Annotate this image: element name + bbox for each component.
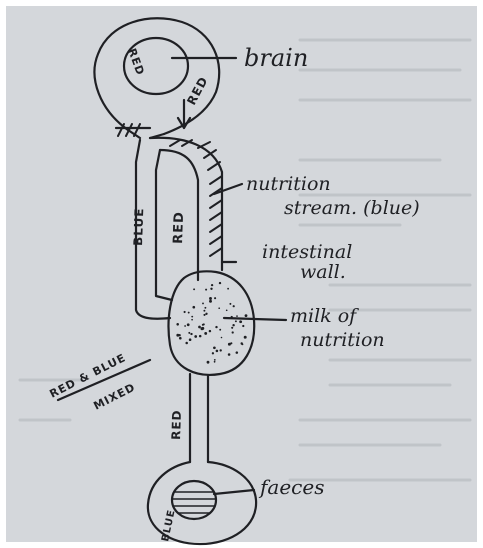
stipple-dot: [240, 321, 242, 323]
stipple-dot: [233, 305, 235, 307]
stipple-dot: [231, 316, 233, 318]
stipple-dot: [184, 311, 186, 313]
label-milk-line1: milk of: [290, 305, 359, 327]
stipple-dot: [212, 352, 214, 354]
stipple-dot: [236, 351, 239, 354]
stipple-dot: [187, 323, 190, 326]
stipple-dot: [203, 310, 205, 312]
stipple-dot: [190, 333, 192, 335]
stipple-dot: [202, 302, 204, 304]
stipple-dot: [214, 297, 216, 299]
stipple-dot: [213, 346, 216, 349]
stipple-dot: [204, 307, 206, 309]
stipple-dot: [227, 288, 229, 290]
label-milk-line2: nutrition: [300, 329, 385, 351]
stipple-dot: [231, 327, 233, 329]
label-intestinal-line1: intestinal: [262, 241, 352, 263]
stipple-dot: [244, 336, 247, 339]
stipple-dot: [226, 309, 228, 311]
stipple-dot: [189, 338, 192, 341]
label-red-right-tube: RED: [171, 211, 187, 244]
stipple-dot: [210, 288, 212, 290]
stipple-dot: [215, 326, 217, 328]
stipple-dot: [220, 349, 222, 351]
stipple-dot: [235, 320, 237, 322]
stipple-dot: [191, 319, 193, 321]
stipple-dot: [230, 342, 232, 344]
label-intestinal-line2: wall.: [300, 261, 346, 283]
stipple-dot: [232, 324, 234, 326]
stipple-dot: [245, 314, 248, 317]
label-faeces: faeces: [258, 475, 324, 499]
stipple-dot: [241, 343, 243, 345]
label-nutrition-line2: stream. (blue): [284, 197, 420, 219]
label-red-lower-tube: RED: [169, 409, 184, 440]
stipple-dot: [192, 306, 195, 309]
stipple-dot: [209, 297, 212, 300]
stipple-dot: [188, 312, 190, 314]
stipple-dot: [185, 342, 188, 345]
stipple-dot: [205, 289, 207, 291]
stipple-dot: [236, 315, 238, 317]
stipple-dot: [201, 327, 204, 330]
stipple-dot: [216, 350, 219, 353]
stipple-dot: [193, 288, 195, 290]
stipple-dot: [221, 337, 223, 339]
stipple-dot: [203, 314, 205, 316]
stipple-dot: [232, 331, 234, 333]
stipple-dot: [176, 323, 179, 326]
stipple-dot: [209, 330, 211, 332]
stipple-dot: [219, 329, 221, 331]
stipple-dot: [202, 324, 204, 326]
paper-background: [6, 6, 477, 542]
stipple-dot: [179, 337, 182, 340]
label-blue-left-tube: BLUE: [131, 207, 146, 246]
stipple-dot: [204, 332, 207, 335]
stipple-dot: [205, 313, 207, 315]
stipple-dot: [214, 359, 216, 361]
stipple-dot: [218, 307, 220, 309]
stipple-dot: [211, 284, 213, 286]
stipple-dot: [184, 325, 186, 327]
stipple-dot: [228, 353, 231, 356]
label-brain: brain: [244, 44, 308, 72]
stipple-dot: [198, 326, 201, 329]
stipple-dot: [207, 361, 210, 364]
stipple-dot: [176, 334, 179, 337]
stipple-dot: [219, 282, 221, 284]
stipple-dot: [194, 335, 197, 338]
stipple-dot: [229, 303, 231, 305]
label-nutrition-line1: nutrition: [246, 173, 331, 195]
stipple-dot: [209, 300, 212, 303]
stipple-dot: [199, 335, 202, 338]
stipple-dot: [191, 316, 193, 318]
stipple-dot: [214, 361, 216, 363]
stipple-dot: [242, 325, 244, 327]
stipple-dot: [188, 332, 190, 334]
